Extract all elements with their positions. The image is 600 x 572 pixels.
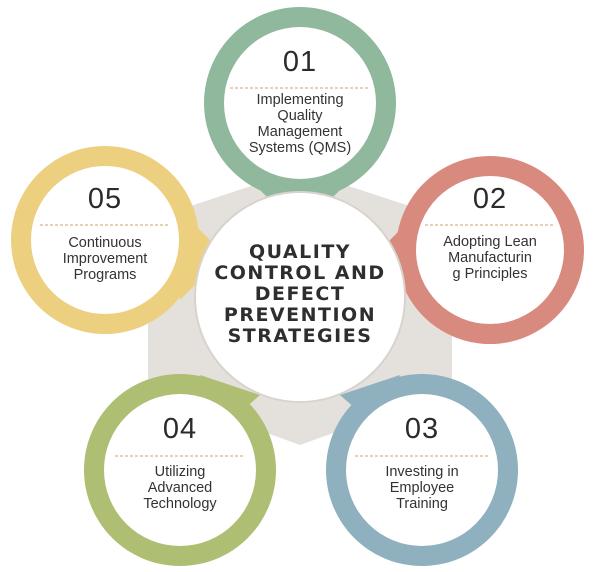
node-label: Utilizing Advanced Technology: [110, 464, 250, 512]
node-number: 05: [87, 183, 123, 215]
node-label-line: Adopting Lean: [443, 234, 537, 250]
node-05-ring: [11, 146, 225, 334]
node-02-inner: [416, 176, 564, 324]
center-title-line: QUALITY: [248, 241, 352, 263]
node-label-line: Programs: [73, 267, 137, 283]
node-label-line: Advanced: [147, 480, 213, 496]
node-label-line: Utilizing: [154, 464, 206, 480]
node-01-inner: [224, 27, 376, 179]
node-label-line: Investing in: [385, 464, 459, 480]
center-title-line: STRATEGIES: [227, 325, 373, 347]
node-03-inner: [346, 394, 498, 546]
node-04-inner: [104, 394, 256, 546]
node-label: Continuous Improvement Programs: [35, 235, 175, 283]
node-05-inner: [31, 166, 179, 314]
node-number: 03: [404, 413, 440, 445]
node-label: Implementing Quality Management Systems …: [230, 92, 370, 156]
center-title: QUALITY CONTROL AND DEFECT PREVENTION ST…: [200, 242, 400, 347]
node-label-line: Management: [257, 124, 343, 140]
node-label-line: Continuous: [68, 235, 142, 251]
node-label-line: Improvement: [62, 251, 148, 267]
node-03-ring: [326, 374, 518, 566]
node-number: 02: [472, 183, 508, 215]
center-title-line: DEFECT: [254, 283, 346, 305]
center-circle: [194, 191, 406, 403]
node-label-line: Training: [396, 496, 448, 512]
node-label-line: Manufacturin: [448, 250, 532, 266]
node-02-ring: [375, 156, 584, 344]
node-number: 04: [162, 413, 198, 445]
center-title-line: PREVENTION: [223, 304, 377, 326]
node-number: 01: [282, 46, 318, 78]
node-04-ring: [84, 374, 276, 566]
node-label-line: Systems (QMS): [248, 140, 352, 156]
node-label: Investing in Employee Training: [352, 464, 492, 512]
node-label-line: Employee: [389, 480, 455, 496]
node-label-line: Technology: [143, 496, 217, 512]
center-title-line: CONTROL AND: [214, 262, 386, 284]
node-label-line: g Principles: [452, 266, 528, 282]
node-01-ring: [204, 7, 396, 230]
node-label-line: Quality: [277, 108, 323, 124]
node-label: Adopting Lean Manufacturin g Principles: [420, 234, 560, 282]
node-label-line: Implementing: [256, 92, 344, 108]
